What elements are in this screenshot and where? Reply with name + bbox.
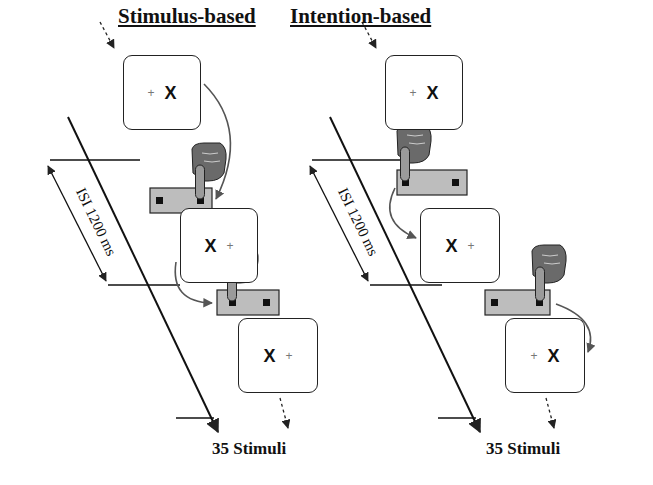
response-box — [397, 170, 550, 315]
screen-box: +X — [385, 55, 463, 130]
fixation-cross: + — [227, 240, 234, 252]
hand — [192, 143, 226, 199]
count-label: 35 Stimuli — [486, 440, 560, 459]
screen-box: X+ — [420, 208, 500, 283]
stimulus-letter: X — [204, 237, 216, 255]
stimulus-letter: X — [548, 347, 560, 365]
stimulus-letter: X — [445, 237, 457, 255]
interval-label: ISI 1200 ms — [335, 185, 382, 258]
response-box — [150, 188, 279, 315]
fixation-cross: + — [468, 240, 475, 252]
panel-heading: Stimulus-based — [118, 5, 256, 28]
count-label: 35 Stimuli — [212, 440, 286, 459]
screen-box: X+ — [238, 318, 318, 393]
fixation-cross: + — [147, 87, 154, 99]
screen-box: +X — [505, 318, 585, 393]
hand — [397, 125, 431, 181]
stimulus-letter: X — [165, 84, 177, 102]
screen-box: +X — [123, 55, 201, 130]
fixation-cross: + — [530, 350, 537, 362]
interval-label: ISI 1200 ms — [73, 185, 120, 258]
stimulus-letter: X — [263, 347, 275, 365]
stimulus-letter: X — [427, 84, 439, 102]
hand — [532, 245, 566, 301]
fixation-cross: + — [286, 350, 293, 362]
fixation-cross: + — [409, 87, 416, 99]
screen-box: X+ — [180, 208, 258, 283]
panel-heading: Intention-based — [290, 5, 431, 28]
